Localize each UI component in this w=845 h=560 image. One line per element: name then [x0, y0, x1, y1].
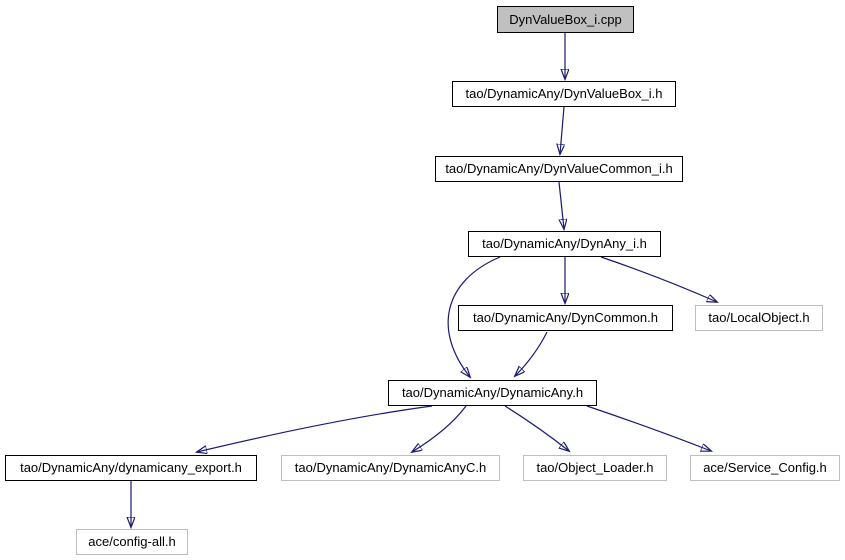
node-dynany-i-h[interactable]: tao/DynamicAny/DynAny_i.h — [468, 231, 661, 257]
edge-dynany-to-localobject — [600, 256, 717, 302]
node-localobject-h: tao/LocalObject.h — [695, 305, 823, 331]
node-dynvaluebox-cpp: DynValueBox_i.cpp — [497, 6, 634, 33]
edge-dynany-to-dynamicany — [447, 256, 501, 377]
edge-dynamicany-to-serviceconfig — [586, 405, 711, 451]
node-service-config-h: ace/Service_Config.h — [690, 455, 840, 481]
edge-dynvaluecommon-to-dynany — [559, 181, 564, 229]
node-object-loader-h: tao/Object_Loader.h — [523, 455, 667, 481]
edge-dynamicany-to-objectloader — [504, 405, 569, 451]
node-config-all-h: ace/config-all.h — [76, 529, 188, 555]
edge-dynamicany-to-dynamicanyc — [412, 405, 467, 452]
node-dynvaluecommon-i-h[interactable]: tao/DynamicAny/DynValueCommon_i.h — [435, 156, 683, 182]
edge-dynvaluebox-to-dynvaluecommon — [560, 106, 564, 154]
node-dyncommon-h[interactable]: tao/DynamicAny/DynCommon.h — [458, 305, 673, 331]
node-dynamicany-h[interactable]: tao/DynamicAny/DynamicAny.h — [388, 380, 597, 406]
edge-dynamicany-to-export — [197, 405, 433, 452]
node-dynamicanyc-h: tao/DynamicAny/DynamicAnyC.h — [281, 455, 500, 481]
node-dynvaluebox-i-h[interactable]: tao/DynamicAny/DynValueBox_i.h — [452, 81, 676, 107]
edge-dyncommon-to-dynamicany — [515, 331, 548, 376]
node-dynamicany-export-h[interactable]: tao/DynamicAny/dynamicany_export.h — [5, 455, 257, 481]
